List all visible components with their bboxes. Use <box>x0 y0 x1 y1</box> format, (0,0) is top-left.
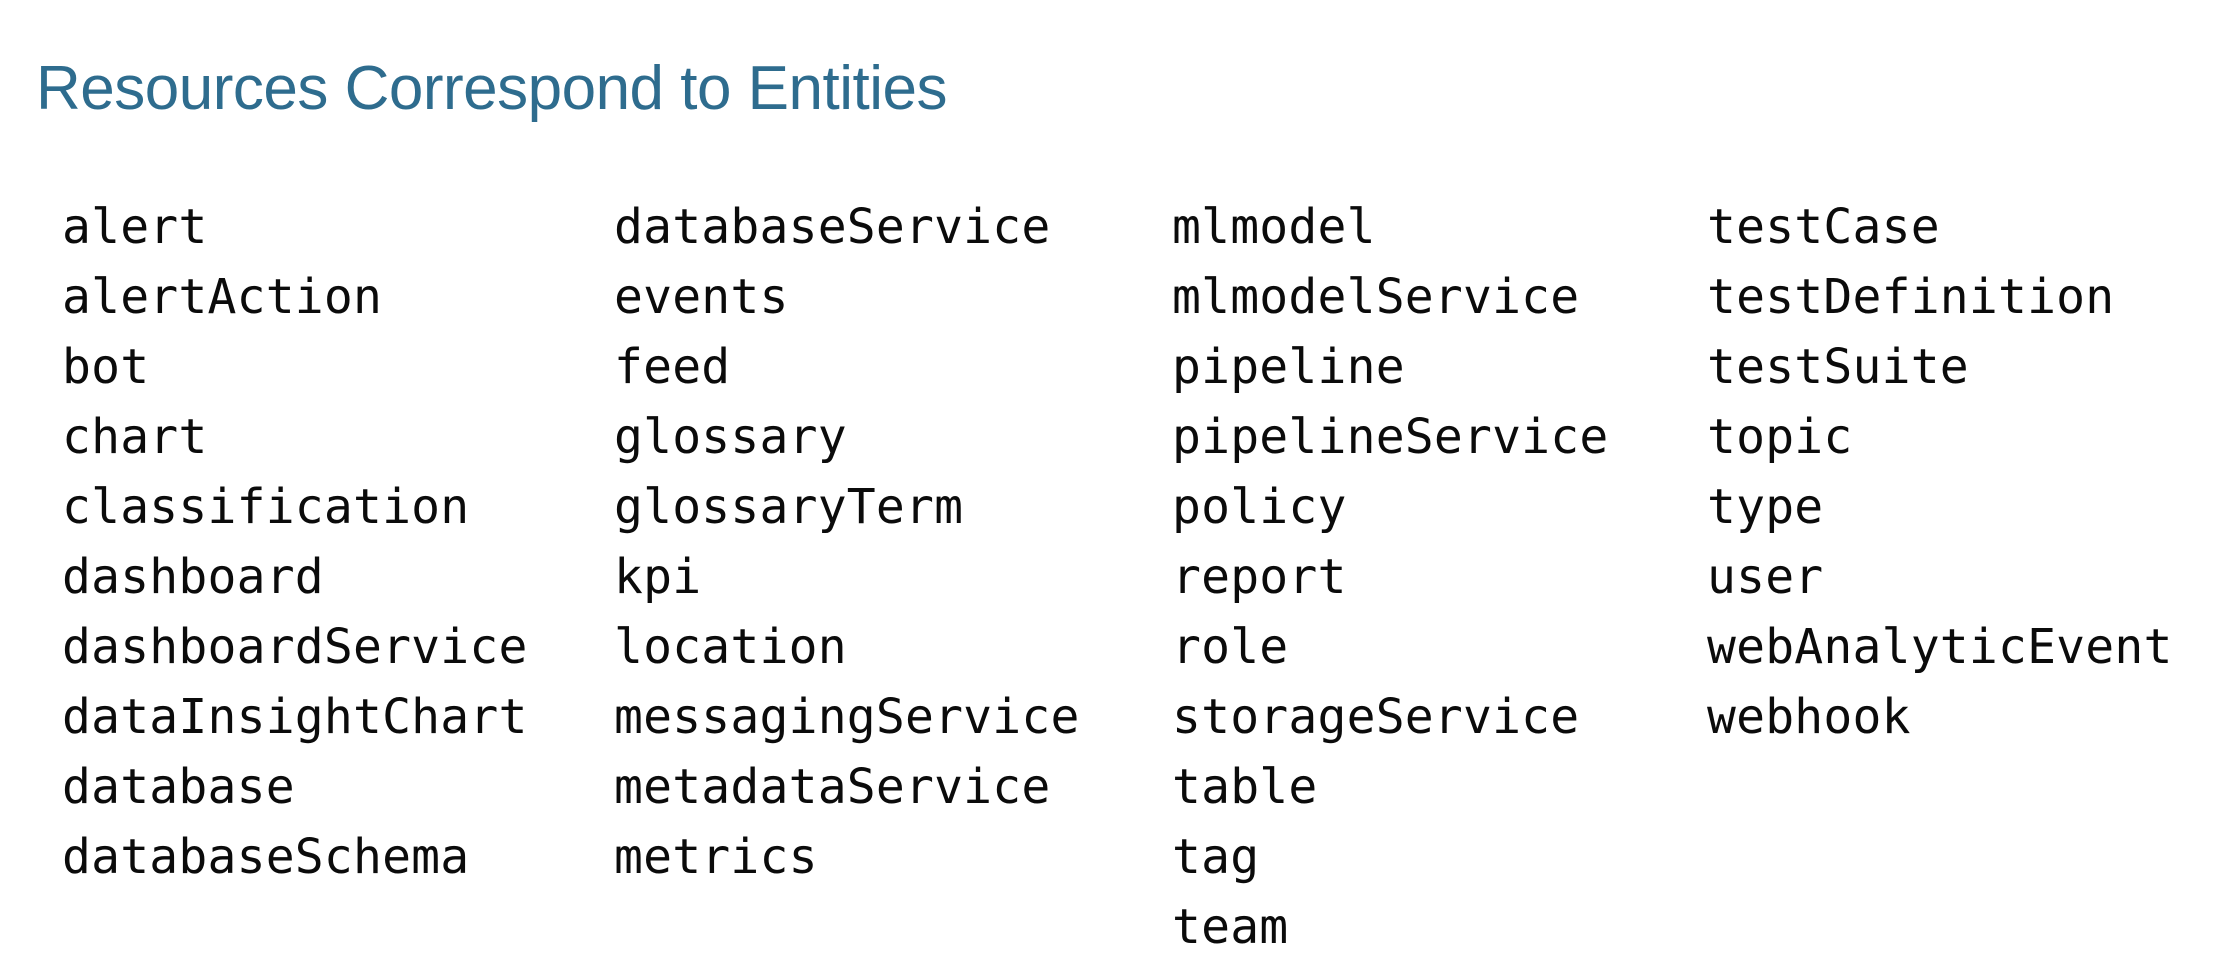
entity-list-columns: alert alertAction bot chart classificati… <box>0 192 2214 962</box>
entity-item: testCase <box>1707 199 1940 255</box>
entity-item: webAnalyticEvent <box>1707 619 2173 675</box>
entity-item: database <box>62 759 295 815</box>
entity-item: topic <box>1707 409 1853 465</box>
entity-item: dashboard <box>62 549 324 605</box>
entity-column-1: alert alertAction bot chart classificati… <box>62 192 614 892</box>
entity-column-4: testCase testDefinition testSuite topic … <box>1707 192 2214 752</box>
entity-item: policy <box>1172 479 1347 535</box>
entity-item: databaseService <box>614 199 1051 255</box>
entity-item: type <box>1707 479 1824 535</box>
entity-item: table <box>1172 759 1318 815</box>
entity-item: bot <box>62 339 150 395</box>
entity-item: alert <box>62 199 208 255</box>
entity-item: feed <box>614 339 731 395</box>
entity-column-3: mlmodel mlmodelService pipeline pipeline… <box>1172 192 1707 962</box>
entity-item: glossaryTerm <box>614 479 964 535</box>
entity-item: glossary <box>614 409 847 465</box>
entity-item: chart <box>62 409 208 465</box>
entity-item: alertAction <box>62 269 383 325</box>
entity-item: user <box>1707 549 1824 605</box>
entity-item: mlmodelService <box>1172 269 1580 325</box>
page-title: Resources Correspond to Entities <box>36 53 948 123</box>
entity-item: metrics <box>614 829 818 885</box>
entity-item: tag <box>1172 829 1260 885</box>
entity-item: testSuite <box>1707 339 1969 395</box>
entity-item: location <box>614 619 847 675</box>
entity-item: dataInsightChart <box>62 689 528 745</box>
entity-item: dashboardService <box>62 619 528 675</box>
entity-item: storageService <box>1172 689 1580 745</box>
entity-item: report <box>1172 549 1347 605</box>
entity-item: pipeline <box>1172 339 1405 395</box>
entity-column-2: databaseService events feed glossary glo… <box>614 192 1172 892</box>
entity-item: classification <box>62 479 470 535</box>
entity-item: events <box>614 269 789 325</box>
entity-item: role <box>1172 619 1289 675</box>
entity-item: webhook <box>1707 689 1911 745</box>
entity-item: databaseSchema <box>62 829 470 885</box>
entity-item: pipelineService <box>1172 409 1609 465</box>
entity-item: testDefinition <box>1707 269 2115 325</box>
entity-item: kpi <box>614 549 702 605</box>
entity-item: team <box>1172 899 1289 955</box>
entity-item: mlmodel <box>1172 199 1376 255</box>
entity-item: messagingService <box>614 689 1080 745</box>
entity-item: metadataService <box>614 759 1051 815</box>
